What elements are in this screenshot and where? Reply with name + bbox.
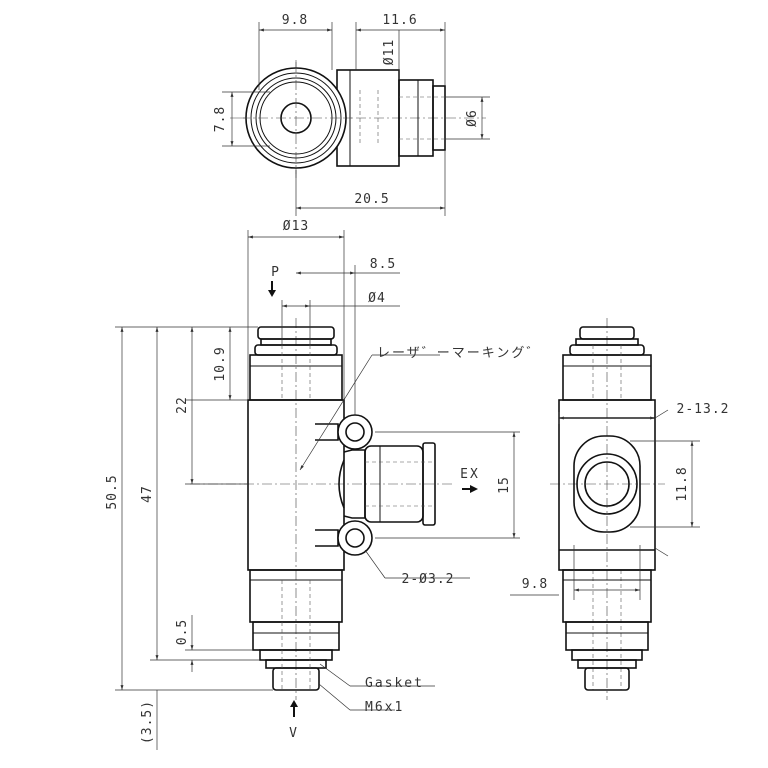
dim-total-length: 47: [140, 485, 155, 503]
dim-top-tube-dia: Ø6: [465, 109, 480, 127]
dim-top-fitting-length: 11.6: [382, 13, 417, 28]
side-view: 2-13.2 11.8 9.8: [510, 318, 730, 700]
dim-overall-length: 50.5: [105, 474, 120, 509]
top-view-body: [336, 69, 446, 167]
label-gasket: Gasket: [365, 676, 424, 691]
top-view-dimension-lines: [222, 22, 490, 216]
front-view-mount-lugs: [315, 414, 373, 556]
dim-ex-height: 22: [175, 396, 190, 414]
side-view-centerlines: [550, 318, 665, 700]
front-view-flow-arrows: [268, 281, 478, 717]
dim-port-offset: 8.5: [370, 257, 396, 272]
dim-p-port-dia: Ø4: [368, 291, 386, 306]
dim-top-body-width: 9.8: [282, 13, 308, 28]
side-view-v-port: [562, 569, 652, 691]
dim-ex-pitch: 15: [497, 476, 512, 494]
top-view-fitting-circles: [240, 62, 352, 174]
front-view-dimension-lines: [115, 230, 520, 750]
dim-mount-hole-pitch: 2-13.2: [677, 402, 730, 417]
front-view: Ø13 8.5 Ø4 10.9 22 47 50.5 0.5 (3.5) 15 …: [105, 219, 541, 750]
dim-gasket-gap: 0.5: [175, 619, 190, 645]
label-laser-marking: レーザ゛ーマーキング゛: [377, 346, 541, 361]
dim-side-offset: 9.8: [522, 577, 548, 592]
top-view: 9.8 11.6 Ø11 7.8 Ø6 20.5: [213, 13, 490, 216]
dim-thread-length: (3.5): [140, 700, 155, 744]
front-view-ex-fitting: [338, 442, 436, 526]
label-port-v: V: [289, 726, 299, 741]
label-thread: M6x1: [365, 700, 404, 715]
dim-top-fitting-dia: Ø11: [382, 39, 397, 65]
dim-mount-holes: 2-Ø3.2: [402, 572, 455, 587]
front-view-v-port: [249, 569, 343, 691]
label-port-p: P: [271, 265, 281, 280]
dim-top-total: 20.5: [354, 192, 389, 207]
label-port-ex: EX: [460, 467, 480, 482]
side-view-dimension-lines: [510, 409, 700, 600]
dim-body-dia: Ø13: [283, 219, 309, 234]
front-view-p-fitting: [249, 326, 343, 401]
dim-top-height: 7.8: [213, 106, 228, 132]
dim-boss-height: 11.8: [675, 466, 690, 501]
dim-p-fitting-height: 10.9: [213, 346, 228, 381]
